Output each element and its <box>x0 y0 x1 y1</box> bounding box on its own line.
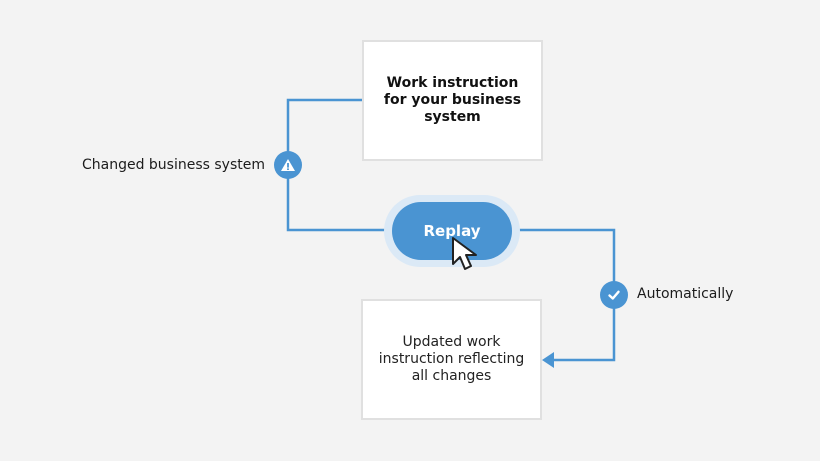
updated-work-instruction-text: Updated work instruction reflecting all … <box>378 334 525 384</box>
warning-icon <box>281 159 295 171</box>
arrowhead <box>542 352 554 368</box>
updated-work-instruction-box: Updated work instruction reflecting all … <box>361 299 542 420</box>
check-badge <box>600 281 628 309</box>
replay-button-label: Replay <box>423 222 481 240</box>
changed-business-system-label: Changed business system <box>81 157 265 173</box>
warning-badge <box>274 151 302 179</box>
automatically-label: Automatically <box>637 286 734 302</box>
cursor-icon <box>452 237 477 270</box>
work-instruction-box: Work instruction for your business syste… <box>362 40 543 161</box>
work-instruction-text: Work instruction for your business syste… <box>383 75 522 125</box>
check-icon <box>608 290 620 300</box>
